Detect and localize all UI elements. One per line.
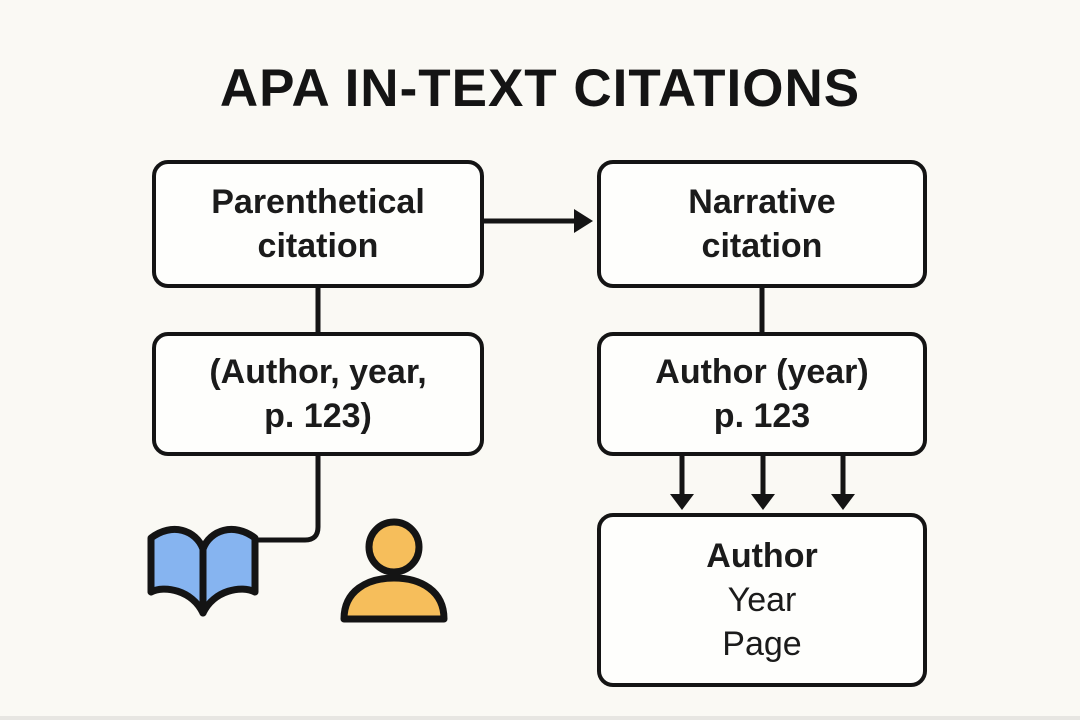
node-parenthetical-example-label: (Author, year, p. 123) xyxy=(209,353,427,435)
component-page-label: Page xyxy=(722,625,802,663)
node-narrative-example-label: Author (year) p. 123 xyxy=(655,353,869,435)
component-year-label: Year xyxy=(727,581,797,619)
node-parenthetical-example: (Author, year, p. 123) xyxy=(152,332,484,456)
bottom-edge-divider xyxy=(0,716,1080,720)
node-parenthetical-label: Parenthetical citation xyxy=(211,183,425,265)
arrowhead-down-page-icon xyxy=(831,494,855,510)
connector-example-to-book xyxy=(255,454,321,543)
component-author-label: Author xyxy=(706,537,818,575)
node-narrative-label: Narrative citation xyxy=(688,183,836,265)
arrowhead-right-icon xyxy=(574,209,593,233)
node-citation-components: Author Year Page xyxy=(597,513,927,687)
node-narrative-example: Author (year) p. 123 xyxy=(597,332,927,456)
open-book-icon xyxy=(147,526,259,617)
node-parenthetical-citation: Parenthetical citation xyxy=(152,160,484,288)
arrowhead-down-author-icon xyxy=(670,494,694,510)
arrowhead-down-year-icon xyxy=(751,494,775,510)
node-narrative-citation: Narrative citation xyxy=(597,160,927,288)
person-icon xyxy=(340,518,448,623)
page-title: APA IN-TEXT CITATIONS xyxy=(219,59,861,118)
